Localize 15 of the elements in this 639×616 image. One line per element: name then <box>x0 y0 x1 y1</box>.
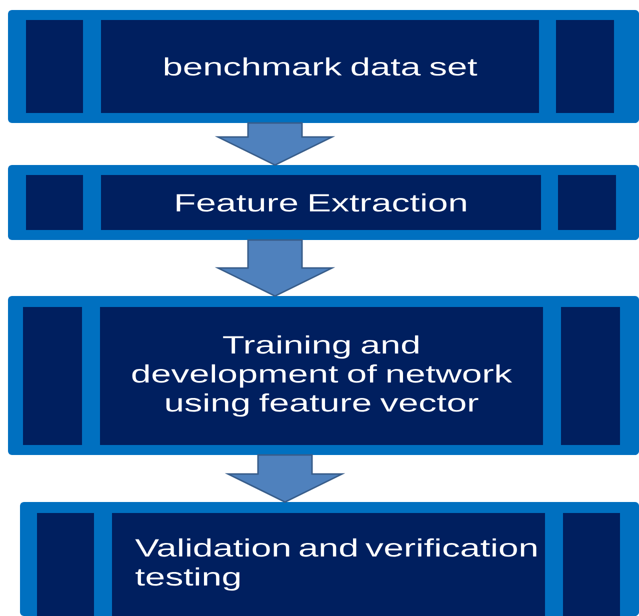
side-block <box>23 307 82 445</box>
side-block <box>37 513 94 616</box>
side-block <box>558 175 616 230</box>
side-block <box>556 20 614 113</box>
block-arrow <box>214 239 336 297</box>
block-arrow <box>224 454 346 503</box>
process-box: benchmark data set <box>101 20 539 113</box>
side-block <box>26 20 83 113</box>
side-block <box>563 513 620 616</box>
process-box: Validation and verification testing <box>112 513 545 616</box>
block-arrow <box>214 122 336 166</box>
side-block <box>26 175 83 230</box>
process-box: Feature Extraction <box>101 175 541 230</box>
side-block <box>561 307 620 445</box>
process-box: Training and development of network using feature vector <box>100 307 543 445</box>
